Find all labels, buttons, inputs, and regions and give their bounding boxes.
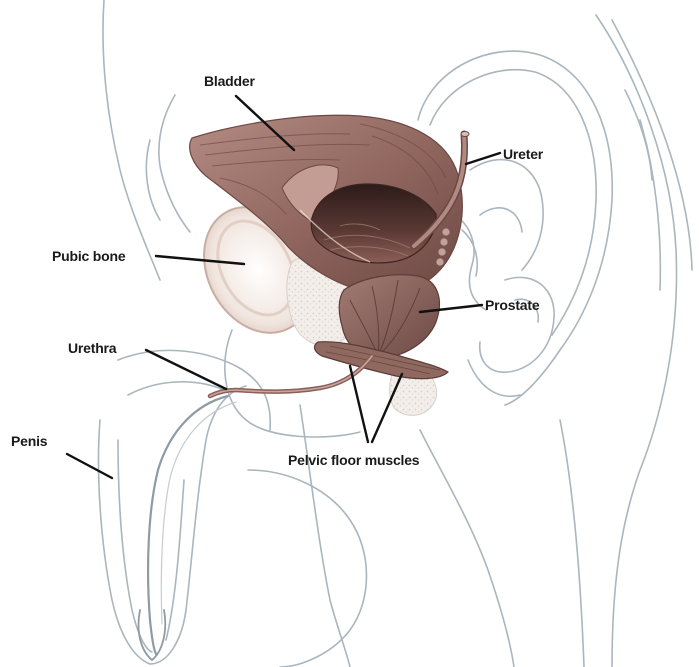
label-penis: Penis — [11, 433, 47, 449]
label-pubic-bone: Pubic bone — [52, 248, 125, 264]
label-pelvic-floor-muscles: Pelvic floor muscles — [288, 452, 419, 468]
pelvic-floor-leader-left — [350, 366, 368, 442]
penis-leader — [67, 454, 112, 478]
label-ureter: Ureter — [503, 146, 543, 162]
urethra-leader — [146, 350, 226, 389]
label-prostate: Prostate — [485, 297, 539, 313]
label-urethra: Urethra — [68, 340, 116, 356]
label-bladder: Bladder — [204, 73, 255, 89]
